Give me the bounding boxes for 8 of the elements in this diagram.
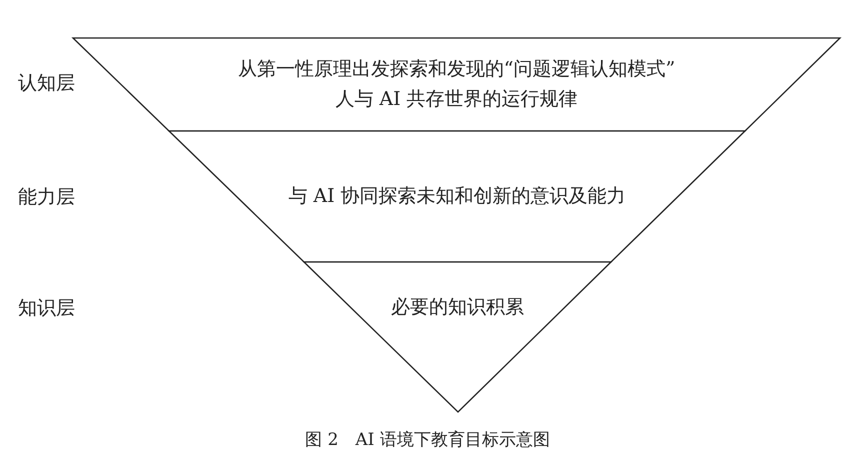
tier-label: 能力层 — [18, 185, 75, 210]
figure-caption: 图 2 AI 语境下教育目标示意图 — [305, 429, 550, 451]
tier-label: 认知层 — [18, 71, 75, 96]
tier-text: 人与 AI 共存世界的运行规律 — [335, 87, 578, 112]
tier-label: 知识层 — [18, 296, 75, 321]
tier-text: 与 AI 协同探索未知和创新的意识及能力 — [288, 184, 626, 209]
tier-text: 从第一性原理出发探索和发现的“问题逻辑认知模式” — [238, 57, 676, 82]
tier-text: 必要的知识积累 — [391, 295, 524, 320]
